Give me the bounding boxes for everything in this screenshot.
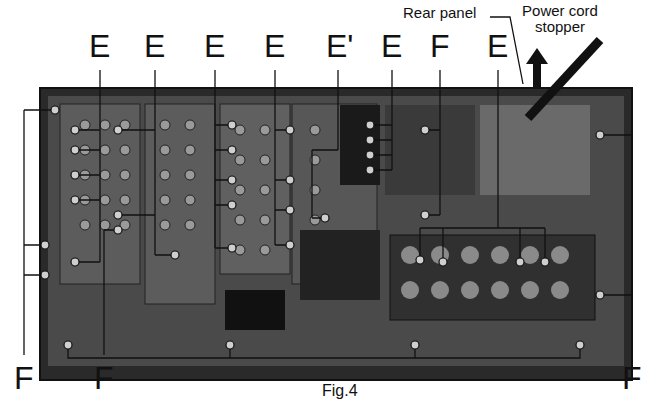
callout-letter: E <box>264 30 285 64</box>
black-block <box>340 105 380 185</box>
callout-letter: E <box>204 30 225 64</box>
part-label: Rear panel <box>403 5 476 21</box>
ac-outlets <box>300 230 380 300</box>
callout-letter: E' <box>326 30 353 64</box>
callout-letter: E <box>487 30 508 64</box>
figure-caption: Fig.4 <box>322 383 358 400</box>
leader-lines <box>24 17 632 358</box>
black-block <box>225 290 285 330</box>
callout-letter: F <box>94 362 114 396</box>
callout-letter: F <box>622 362 642 396</box>
chassis <box>40 88 632 380</box>
callout-letter: F <box>14 362 34 396</box>
callout-letter: E <box>144 30 165 64</box>
rear-panel <box>48 96 624 366</box>
speaker-terminals <box>390 235 595 320</box>
callout-dots <box>41 106 604 349</box>
callout-letter: E <box>89 30 110 64</box>
up-arrow <box>526 48 548 88</box>
part-label: Power cord stopper <box>520 3 600 35</box>
callout-letter: E <box>381 30 402 64</box>
warning-plate <box>480 105 590 195</box>
callout-letter: F <box>430 30 450 64</box>
label-plate <box>385 105 475 195</box>
